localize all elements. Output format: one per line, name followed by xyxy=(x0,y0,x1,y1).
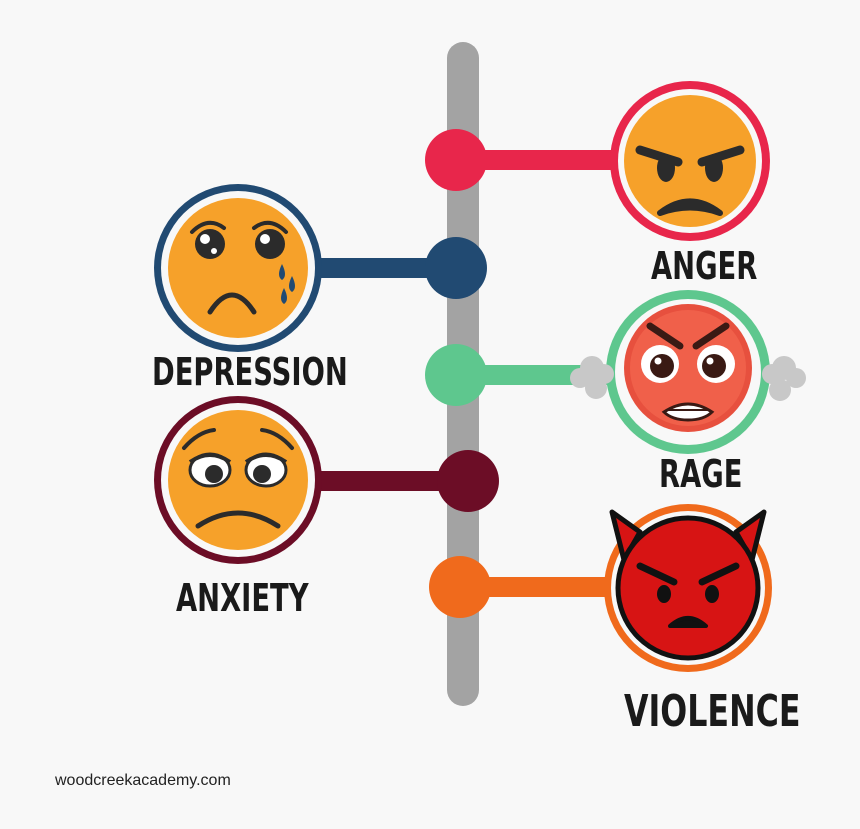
depression-label: DEPRESSION xyxy=(152,350,348,394)
steaming-rage-face-icon xyxy=(570,290,806,454)
anxiety-label: ANXIETY xyxy=(176,576,309,620)
angry-face-icon xyxy=(610,81,770,241)
anger-label: ANGER xyxy=(651,244,758,288)
angry-devil-face-icon xyxy=(604,504,772,672)
anxiety-connector xyxy=(310,450,499,512)
depression-connector xyxy=(306,237,487,299)
steam-puff-left xyxy=(570,356,614,399)
steam-puff-right xyxy=(762,356,806,401)
worried-face-icon xyxy=(154,396,322,564)
crying-face-icon xyxy=(154,184,322,352)
anger-connector xyxy=(425,129,614,191)
violence-connector xyxy=(429,556,620,618)
rage-label: RAGE xyxy=(659,452,743,496)
footer-site-credit: woodcreekacademy.com xyxy=(55,772,231,789)
violence-label: VIOLENCE xyxy=(624,686,801,737)
